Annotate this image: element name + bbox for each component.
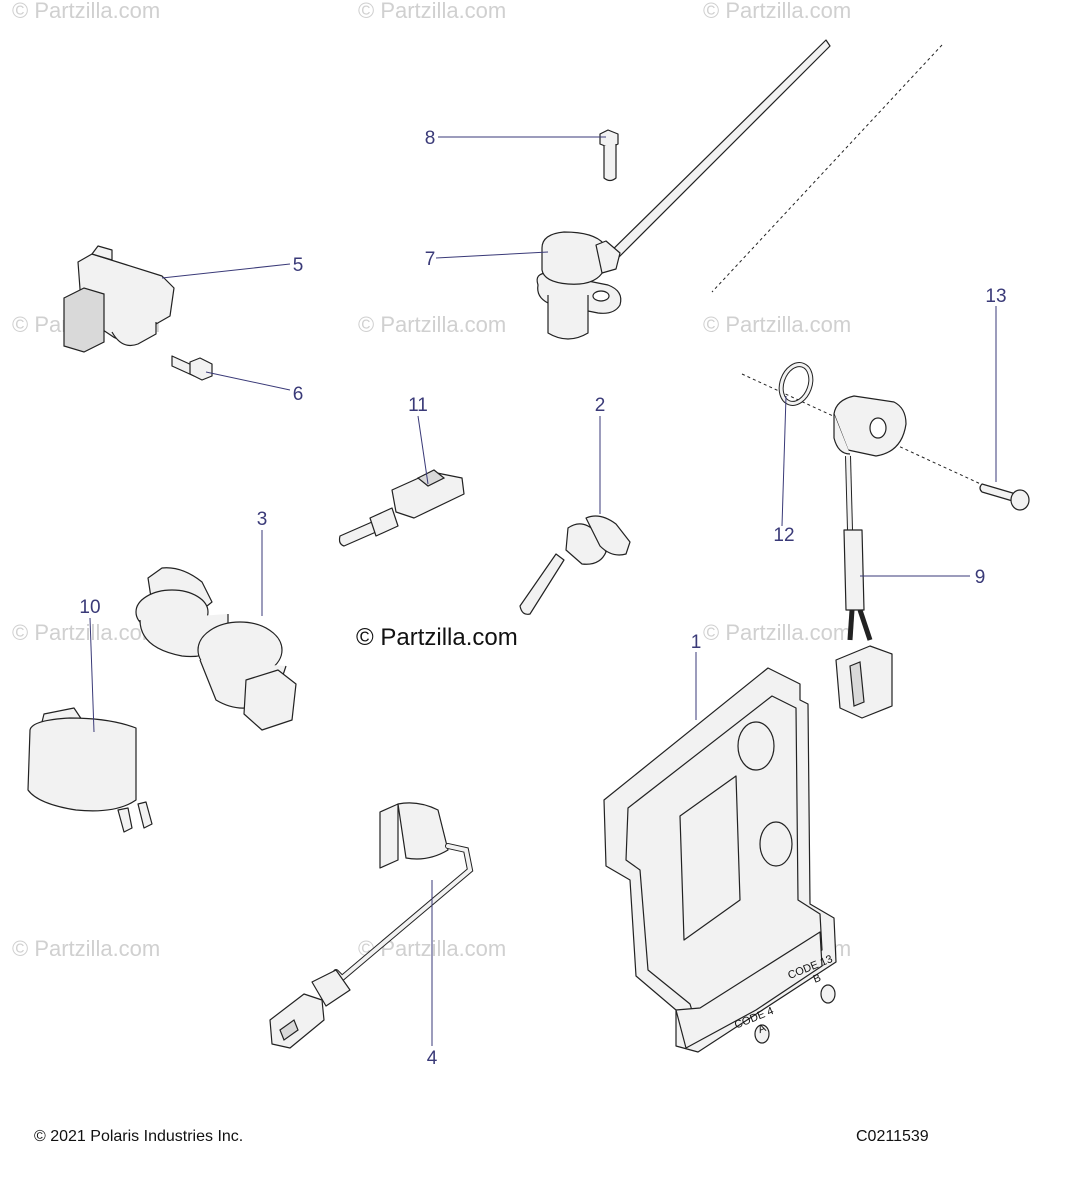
- watermark: © Partzilla.com: [703, 620, 851, 645]
- callout-5: 5: [293, 255, 304, 276]
- watermark: © Partzilla.com: [12, 936, 160, 961]
- center-watermark: © Partzilla.com: [356, 624, 518, 651]
- callout-3: 3: [257, 509, 268, 530]
- callout-11: 11: [408, 395, 428, 416]
- assembly-line: [711, 44, 943, 293]
- part-4-sensor-with-cable: [269, 802, 474, 1049]
- callout-1: 1: [691, 632, 702, 653]
- part-3-ignition-switch: [135, 567, 297, 731]
- part-7-sensor-with-rod: [536, 39, 831, 340]
- footer-copyright: © 2021 Polaris Industries Inc.: [34, 1128, 243, 1145]
- part-8-bolt: [599, 129, 619, 182]
- part-2-temp-sensor: [519, 515, 631, 615]
- callout-8: 8: [425, 128, 436, 149]
- watermark: © Partzilla.com: [703, 312, 851, 337]
- watermark: © Partzilla.com: [358, 0, 506, 23]
- ecu-connector-a: A: [756, 1022, 768, 1036]
- watermark: © Partzilla.com: [12, 0, 160, 23]
- watermark: © Partzilla.com: [12, 620, 160, 645]
- leader-lines: [89, 136, 997, 1046]
- callout-12: 12: [773, 525, 794, 546]
- footer-diagram-code: C0211539: [856, 1128, 929, 1145]
- callout-2: 2: [595, 395, 606, 416]
- callout-6: 6: [293, 384, 304, 405]
- callout-9: 9: [975, 567, 986, 588]
- callout-10: 10: [79, 597, 100, 618]
- callout-4: 4: [427, 1048, 438, 1069]
- part-11-temp-sensor: [338, 469, 465, 547]
- part-13-bolt: [979, 483, 1030, 511]
- ecu-connector-b: B: [812, 972, 823, 986]
- part-5-map-sensor: [63, 245, 175, 353]
- callouts: 8 7 5 6 11 2 3 10 4 1 12 9 13: [79, 128, 1006, 1069]
- callout-7: 7: [425, 249, 436, 270]
- callout-13: 13: [985, 286, 1006, 307]
- watermark: © Partzilla.com: [703, 0, 851, 23]
- watermark: © Partzilla.com: [358, 312, 506, 337]
- part-12-o-ring: [778, 362, 814, 406]
- part-9-position-sensor: [833, 395, 907, 719]
- part-6-bolt: [171, 355, 213, 381]
- part-1-ecu: CODE 4 A CODE 13 B: [603, 667, 837, 1053]
- part-10-relay: [27, 707, 153, 833]
